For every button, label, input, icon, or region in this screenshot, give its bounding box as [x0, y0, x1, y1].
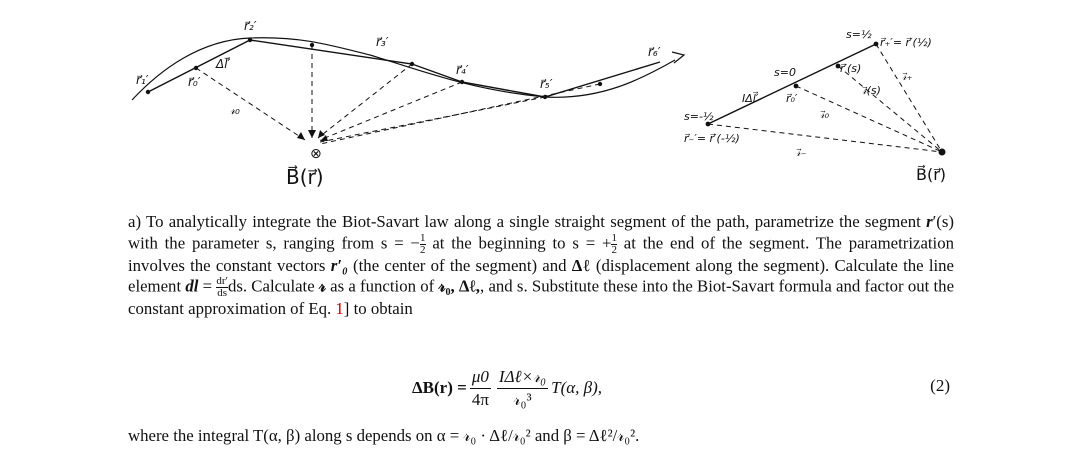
right-labels: s=½ r⃗₊′= r⃗′(½) s=0 r⃗′(s) 𝓇⃗(s) 𝓇⃗₊ r⃗… — [684, 28, 946, 184]
separation-lines — [195, 45, 601, 145]
label-idl: IΔl⃗′ — [742, 91, 759, 105]
eq-reference[interactable]: 1 — [335, 299, 344, 318]
path-curve — [131, 37, 676, 101]
closing-sentence: where the integral T(α, β) along s depen… — [128, 426, 640, 445]
left-diagram — [131, 37, 686, 145]
right-diagram — [705, 41, 946, 156]
problem-text: a) To analytically integrate the Biot-Sa… — [128, 212, 954, 320]
equation-2: ΔB(r) = μ0 4π IΔℓ×𝓇₀ 𝓇₀³ T(α, β), — [412, 360, 602, 416]
label-sep-plus: 𝓇⃗₊ — [902, 70, 913, 83]
label-cross: ⊗ — [310, 146, 322, 162]
path-arrowhead — [671, 51, 686, 64]
label-r0: r⃗₀′ — [188, 75, 201, 89]
label-field-right: B⃗(r⃗) — [916, 164, 946, 184]
label-r4: r⃗₄′ — [456, 63, 469, 77]
label-r0-right: r⃗₀′ — [786, 92, 798, 105]
right-separation-lines — [707, 43, 943, 153]
label-s-end: s=½ — [846, 28, 872, 41]
label-field-left: B⃗(r⃗) — [286, 164, 324, 189]
eq-mu-fraction: μ0 4π — [469, 366, 491, 409]
segment-polyline — [147, 39, 661, 98]
label-r1: r⃗₁′ — [136, 73, 149, 87]
label-s-zero: s=0 — [774, 66, 796, 79]
segment-points — [145, 37, 603, 100]
equation-number: (2) — [930, 376, 950, 395]
paragraph-a: a) To analytically integrate the Biot-Sa… — [128, 212, 955, 318]
figure-diagram: r⃗₁′ r⃗₀′ Δl⃗′ r⃗₂′ r⃗₃′ r⃗₄′ r⃗₅′ r⃗₆′ … — [131, 19, 946, 189]
label-r6: r⃗₆′ — [648, 45, 661, 59]
derivative-fraction: dr′ds — [216, 275, 228, 299]
left-labels: r⃗₁′ r⃗₀′ Δl⃗′ r⃗₂′ r⃗₃′ r⃗₄′ r⃗₅′ r⃗₆′ … — [136, 19, 661, 189]
label-s-start: s=-½ — [684, 110, 714, 123]
eq-rhs: T(α, β), — [551, 378, 603, 397]
eq-main-fraction: IΔℓ×𝓇₀ 𝓇₀³ — [496, 366, 549, 409]
straight-segment — [707, 43, 877, 125]
eq-lhs: ΔB(r) = — [412, 378, 467, 397]
label-dl: Δl⃗′ — [215, 57, 231, 71]
label-r-plus: r⃗₊′= r⃗′(½) — [880, 36, 932, 49]
label-r2: r⃗₂′ — [244, 19, 257, 33]
label-sep-s: 𝓇⃗(s) — [862, 84, 881, 97]
equation-row: ΔB(r) = μ0 4π IΔℓ×𝓇₀ 𝓇₀³ T(α, β), (2) — [128, 360, 954, 424]
label-sep0-right: 𝓇⃗₀ — [820, 108, 830, 121]
label-r-minus: r⃗₋′= r⃗′(-½) — [684, 132, 740, 145]
label-rs: r⃗′(s) — [840, 62, 861, 75]
label-sep0: 𝓇₀ — [230, 103, 240, 117]
separation-arrowheads — [297, 130, 328, 141]
label-r3: r⃗₃′ — [376, 35, 389, 49]
label-r5: r⃗₅′ — [540, 77, 553, 91]
right-points — [705, 41, 946, 156]
label-sep-minus: 𝓇⃗₋ — [796, 146, 807, 159]
